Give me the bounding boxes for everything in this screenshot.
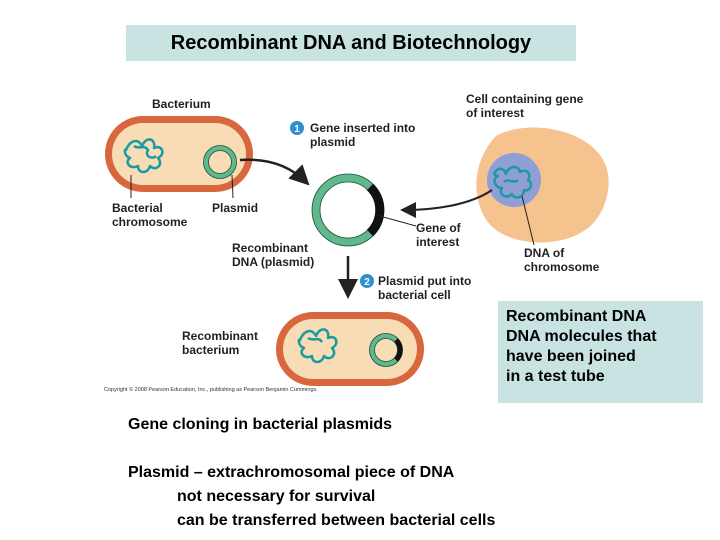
definition-line-3: have been joined [506,348,636,365]
label-bacterial: Bacterial [112,201,163,215]
step1-badge [290,121,304,135]
definition-line-2: DNA molecules that [506,328,657,345]
step2-badge [360,274,374,288]
label-recomb-bact-1: Recombinant [182,329,258,343]
gene-cloning-diagram: Bacterium Bacterial chromosome Plasmid 1… [104,92,609,393]
label-gene-of: Gene of [416,221,462,235]
gene-insert [366,183,385,237]
slide-body: Gene cloning in bacterial plasmids Plasm… [128,413,495,533]
label-dna-of: DNA of [524,246,565,260]
title-banner: Recombinant DNA and Biotechnology [126,25,576,61]
label-step2-line2: bacterial cell [378,288,451,302]
chromosome-dna [492,165,533,199]
label-dna-chromosome: chromosome [524,260,600,274]
label-chromosome: chromosome [112,215,188,229]
recombinant-plasmid [311,173,385,247]
definition-line-1: Recombinant DNA [506,308,647,325]
label-plasmid: Plasmid [212,201,258,215]
step2-number: 2 [364,277,370,288]
bacterial-chromosome [123,138,164,174]
body-spacer [128,437,495,461]
bacterium [105,116,253,192]
plasmid-small [203,145,237,179]
label-cell-gene-2: of interest [466,106,524,120]
label-step1-line2: plasmid [310,135,355,149]
slide-title: Recombinant DNA and Biotechnology [170,31,532,54]
body-line-2: Plasmid – extrachromosomal piece of DNA [128,464,455,481]
definition-line-4: in a test tube [506,368,605,385]
body-line-3: not necessary for survival [177,488,376,505]
label-step1-line1: Gene inserted into [310,121,415,135]
copyright-note: Copyright © 2008 Pearson Education, Inc.… [104,386,318,393]
label-recombinant: Recombinant [232,241,308,255]
label-step2-line1: Plasmid put into [378,274,471,288]
label-dna-plasmid: DNA (plasmid) [232,255,314,269]
label-bacterium: Bacterium [152,97,211,111]
step1-number: 1 [294,124,300,135]
definition-box: Recombinant DNA DNA molecules that have … [498,301,703,403]
label-recomb-bact-2: bacterium [182,343,239,357]
recombinant-bacterium [276,312,424,386]
label-cell-gene-1: Cell containing gene [466,92,584,106]
body-line-1: Gene cloning in bacterial plasmids [128,416,393,433]
label-interest: interest [416,235,459,249]
body-line-4: can be transferred between bacterial cel… [177,512,496,529]
eukaryotic-cell [476,127,609,243]
